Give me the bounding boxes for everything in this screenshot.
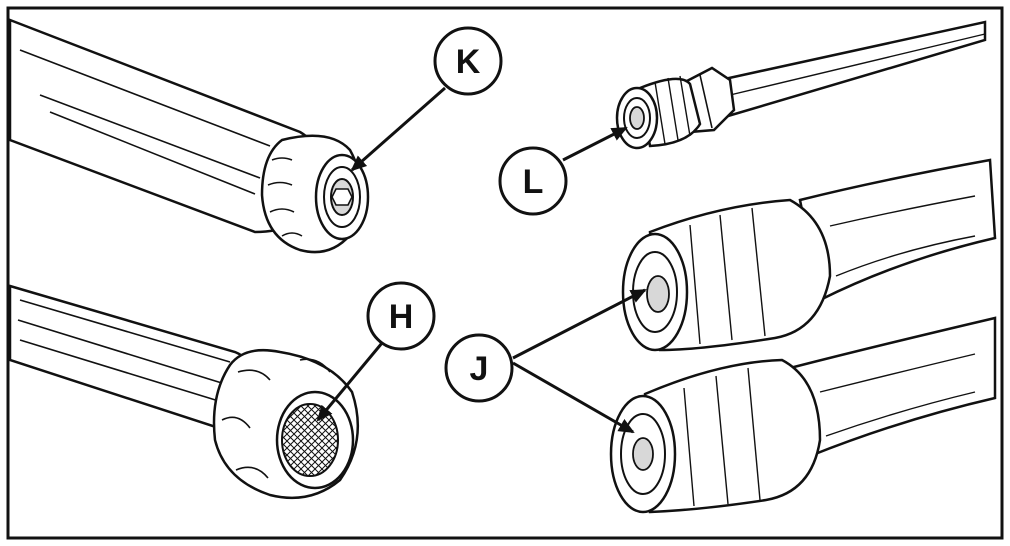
arrow-k bbox=[350, 86, 446, 172]
quick-connect-l bbox=[615, 20, 987, 150]
callout-l-label: L bbox=[523, 163, 544, 201]
spray-handle-h bbox=[8, 284, 360, 500]
callout-h-label: H bbox=[389, 298, 414, 336]
callout-h: H bbox=[366, 281, 436, 351]
callout-j: J bbox=[444, 333, 514, 403]
arrow-j-upper bbox=[512, 288, 647, 360]
arrow-j-lower bbox=[512, 361, 635, 434]
arrow-h bbox=[316, 342, 384, 422]
hose-fitting-j-upper bbox=[621, 158, 997, 352]
spray-handle-k bbox=[8, 18, 370, 254]
callout-j-label: J bbox=[470, 350, 489, 388]
callout-k-label: K bbox=[456, 43, 481, 81]
callout-k: K bbox=[433, 26, 503, 96]
arrow-l bbox=[562, 126, 628, 162]
hose-fitting-j-lower bbox=[609, 316, 997, 514]
leader-arrows bbox=[316, 86, 647, 434]
callout-l: L bbox=[498, 146, 568, 216]
